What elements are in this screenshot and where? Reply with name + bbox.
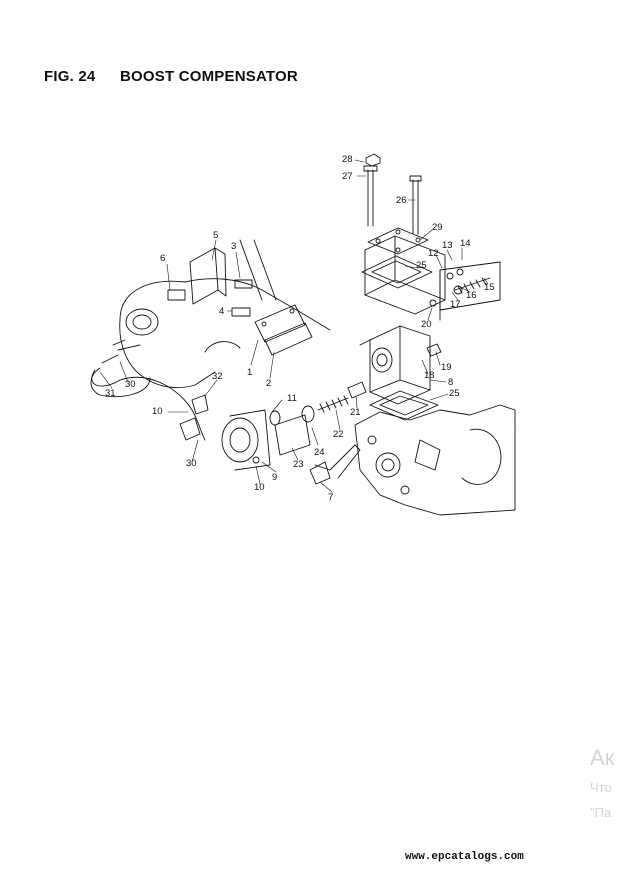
long-bolts <box>363 153 422 235</box>
callout-label: 12 <box>428 248 439 259</box>
engine-housing-outline <box>90 239 331 398</box>
callout-label: 9 <box>272 472 277 483</box>
figure-title: BOOST COMPENSATOR <box>120 68 298 85</box>
callout-label: 19 <box>441 362 452 373</box>
callout-label: 28 <box>342 154 353 165</box>
callout-label: 23 <box>293 459 304 470</box>
callout-label: 30 <box>125 379 136 390</box>
leader-lines <box>99 159 489 493</box>
callout-label: 10 <box>152 406 163 417</box>
callout-label: 4 <box>219 306 224 317</box>
callout-label: 2 <box>266 378 271 389</box>
callout-label: 25 <box>449 388 460 399</box>
cover-plate <box>367 227 429 255</box>
callout-label: 15 <box>484 282 495 293</box>
mounting-bracket <box>189 247 227 305</box>
callout-label: 14 <box>460 238 471 249</box>
engine-block-outline <box>354 404 516 516</box>
callout-label: 13 <box>442 240 453 251</box>
boost-hose <box>91 339 209 441</box>
callout-label: 6 <box>160 253 165 264</box>
diaphragm-housing <box>221 409 271 471</box>
callout-label: 29 <box>432 222 443 233</box>
callout-label: 26 <box>396 195 407 206</box>
small-bolts <box>167 279 253 317</box>
side-bracket <box>429 261 501 321</box>
callout-label: 30 <box>186 458 197 469</box>
valve-block-body <box>364 235 446 315</box>
actuator-housing <box>359 325 431 405</box>
callout-label: 22 <box>333 429 344 440</box>
figure-number: FIG. 24 <box>44 68 96 85</box>
callout-numbers: 28 27 26 29 25 13 14 12 15 16 17 20 5 3 … <box>105 154 495 503</box>
callout-label: 20 <box>421 319 432 330</box>
callout-label: 27 <box>342 171 353 182</box>
callout-label: 24 <box>314 447 325 458</box>
callout-label: 3 <box>231 241 236 252</box>
callout-label: 1 <box>247 367 252 378</box>
callout-label: 8 <box>448 377 453 388</box>
footer-url: www.epcatalogs.com <box>405 851 524 863</box>
figure-heading: FIG. 24 BOOST COMPENSATOR <box>44 68 298 85</box>
callout-label: 16 <box>466 290 477 301</box>
callout-label: 17 <box>450 299 461 310</box>
exploded-parts-diagram: 28 27 26 29 25 13 14 12 15 16 17 20 5 3 … <box>90 153 516 516</box>
callout-label: 7 <box>328 492 333 503</box>
callout-label: 10 <box>254 482 265 493</box>
callout-label: 5 <box>213 230 218 241</box>
watermark-line-1: Ак <box>590 745 615 770</box>
callout-label: 25 <box>416 260 427 271</box>
flange-plate <box>254 304 313 356</box>
callout-label: 21 <box>350 407 361 418</box>
watermark-line-3: "Па <box>590 805 612 820</box>
internal-components <box>269 381 367 485</box>
watermark-line-2: Что <box>590 780 612 795</box>
callout-label: 32 <box>212 371 223 382</box>
plug-19 <box>426 343 442 357</box>
lower-gasket <box>369 390 439 421</box>
callout-label: 18 <box>424 370 435 381</box>
callout-label: 31 <box>105 388 116 399</box>
top-gasket <box>361 255 433 289</box>
callout-label: 11 <box>287 393 297 404</box>
